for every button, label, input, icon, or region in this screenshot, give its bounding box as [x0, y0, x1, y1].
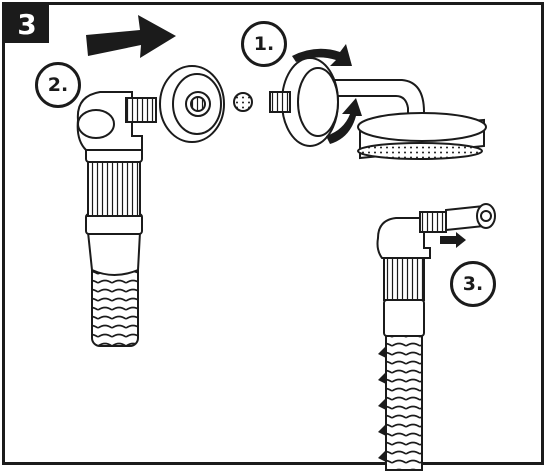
direction-arrow-icon — [86, 15, 176, 58]
hose-assembly-right — [376, 203, 496, 471]
shower-head — [269, 57, 487, 160]
callout-step-3: 3. — [450, 261, 496, 307]
push-arrow-icon — [440, 232, 466, 248]
rotate-arrow-icon — [292, 44, 362, 144]
callout-step-1: 1. — [241, 21, 287, 67]
hose-texture — [378, 346, 386, 462]
callout-step-2: 2. — [35, 62, 81, 108]
step-number-badge: 3 — [5, 5, 49, 43]
adapter-ring — [159, 65, 225, 143]
filter-washer — [233, 92, 253, 112]
hose-assembly-left — [76, 91, 157, 347]
